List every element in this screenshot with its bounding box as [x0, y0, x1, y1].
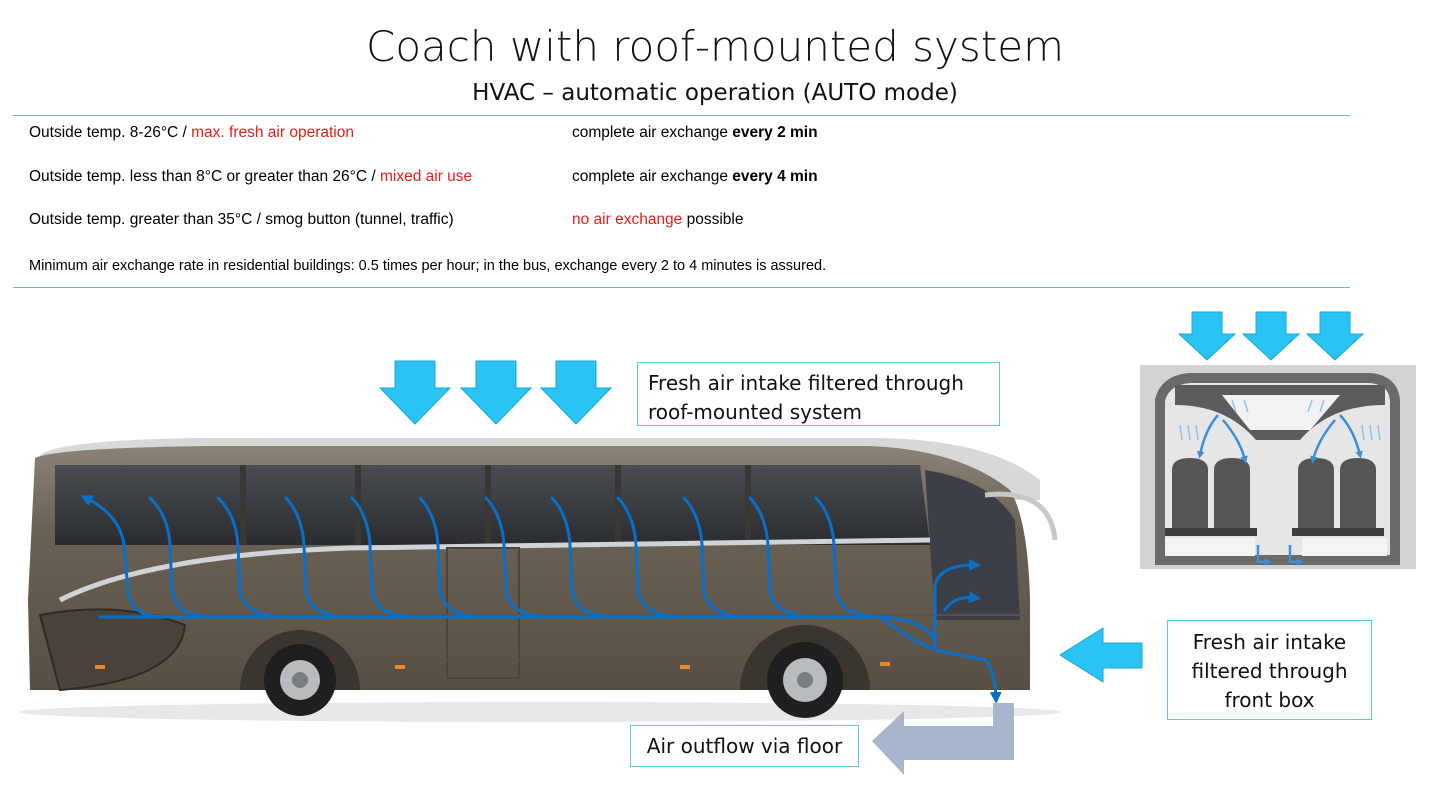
- outflow-arrow-icon: [872, 703, 1014, 775]
- coach-illustration: [20, 438, 1060, 722]
- callout-line: filtered through: [1191, 659, 1348, 683]
- cross-section-inset: [1140, 365, 1416, 569]
- divider-bottom: [13, 287, 1350, 288]
- front-intake-callout: Fresh air intake filtered through front …: [1167, 620, 1372, 720]
- page-subtitle: HVAC – automatic operation (AUTO mode): [472, 80, 958, 106]
- airflow-lines: [80, 495, 1002, 704]
- result-row-3: no air exchange possible: [572, 211, 744, 229]
- result-bold: every 4 min: [732, 168, 818, 185]
- down-arrow-icon: [1177, 311, 1237, 361]
- result-text: complete air exchange: [572, 124, 733, 141]
- condition-row-3: Outside temp. greater than 35°C / smog b…: [29, 211, 454, 229]
- condition-row-2: Outside temp. less than 8°C or greater t…: [29, 168, 472, 186]
- result-text: possible: [682, 211, 744, 228]
- down-arrow-icon: [1241, 311, 1301, 361]
- condition-row-1: Outside temp. 8-26°C / max. fresh air op…: [29, 124, 354, 142]
- callout-line: front box: [1224, 688, 1315, 712]
- result-row-2: complete air exchange every 4 min: [572, 168, 818, 186]
- condition-highlight: max. fresh air operation: [191, 124, 354, 141]
- floor-outflow-callout: Air outflow via floor: [630, 725, 859, 767]
- inset-intake-arrows: [1177, 311, 1365, 361]
- down-arrow-icon: [378, 360, 452, 425]
- divider-top: [13, 115, 1350, 116]
- condition-text: Outside temp. greater than 35°C / smog b…: [29, 211, 454, 228]
- roof-intake-arrows: [378, 360, 613, 425]
- condition-text: Outside temp. 8-26°C /: [29, 124, 192, 141]
- result-text: complete air exchange: [572, 168, 733, 185]
- down-arrow-icon: [539, 360, 613, 425]
- down-arrow-icon: [459, 360, 533, 425]
- page-title: Coach with roof-mounted system: [366, 22, 1064, 71]
- down-arrow-icon: [1305, 311, 1365, 361]
- condition-highlight: mixed air use: [380, 168, 473, 185]
- left-arrow-icon: [1059, 627, 1143, 683]
- callout-line: roof-mounted system: [648, 400, 862, 424]
- roof-intake-callout: Fresh air intake filtered through roof-m…: [637, 362, 1000, 426]
- callout-line: Fresh air intake filtered through: [648, 371, 964, 395]
- result-bold: every 2 min: [732, 124, 818, 141]
- result-row-1: complete air exchange every 2 min: [572, 124, 818, 142]
- condition-text: Outside temp. less than 8°C or greater t…: [29, 168, 380, 185]
- air-exchange-note: Minimum air exchange rate in residential…: [29, 258, 827, 274]
- callout-line: Fresh air intake: [1192, 630, 1347, 654]
- result-highlight: no air exchange: [572, 211, 683, 228]
